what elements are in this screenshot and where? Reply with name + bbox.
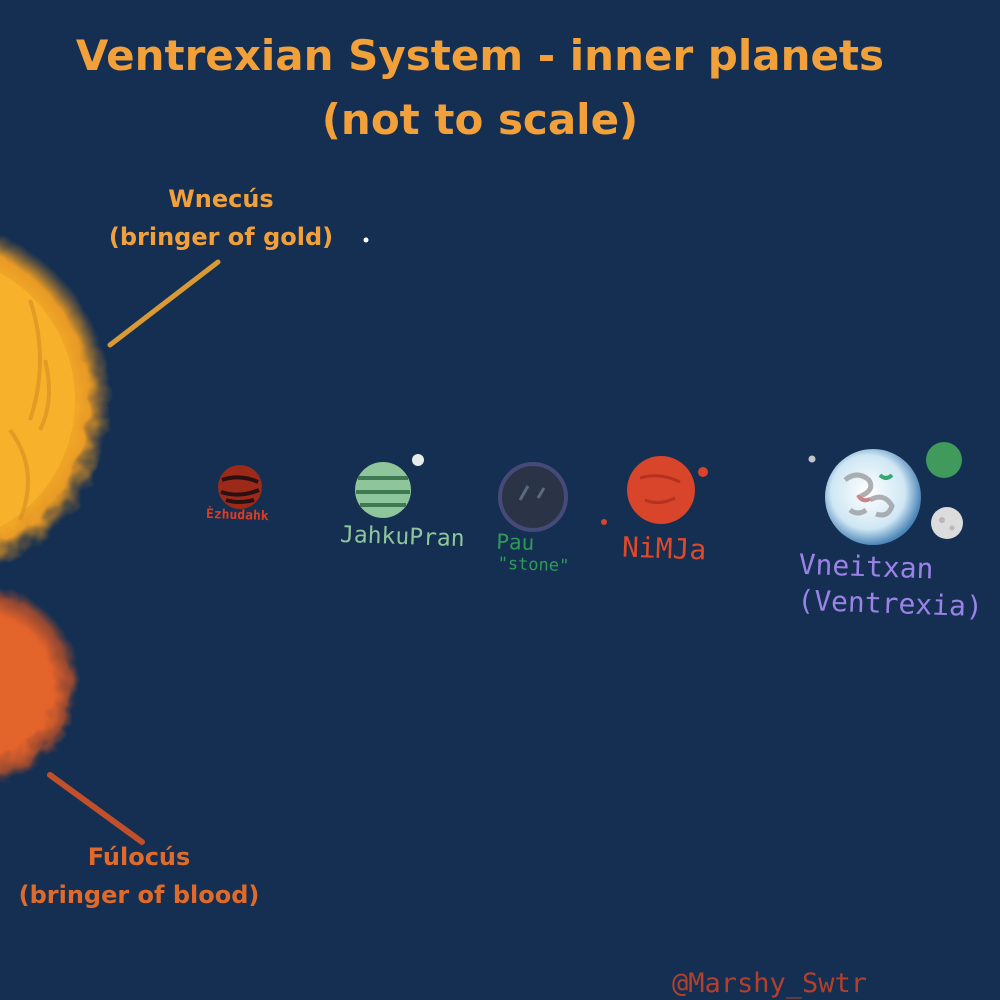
planet-vneitxan-translation: (Ventrexia) <box>796 583 984 624</box>
moon-nimja-2 <box>601 519 607 525</box>
moon-vneitxan-white <box>931 507 963 539</box>
planet-pau-name: Pau <box>495 529 535 556</box>
label-planet-pau: Pau "stone" <box>495 529 570 578</box>
sun-wnecus-texture <box>8 299 51 521</box>
label-planet-jahkupran: JahkuPran <box>340 522 465 552</box>
label-sun-fulocus: Fúlocús (bringer of blood) <box>6 838 272 914</box>
sun-fulocus-core <box>0 617 50 753</box>
pointer-line-fulocus <box>47 772 145 845</box>
pointer-line-wnecus <box>107 259 221 348</box>
distant-star <box>363 237 369 243</box>
label-sun-wnecus: Wnecús (bringer of gold) <box>96 180 346 256</box>
planet-nimja-body <box>627 456 695 524</box>
moon-vneitxan-crater-1 <box>939 517 945 523</box>
moon-vneitxan-small <box>808 455 816 463</box>
planet-ezhudahk <box>218 465 262 509</box>
planet-nimja-texture <box>639 474 681 505</box>
sun-wnecus-name: Wnecús <box>168 185 274 213</box>
title-line-1: Ventrexian System - inner planets <box>75 31 885 80</box>
sun-fulocus <box>0 587 80 783</box>
sun-wnecus-epithet: (bringer of gold) <box>108 223 334 251</box>
moon-jahkupran <box>412 454 424 466</box>
planet-jahkupran-name: JahkuPran <box>339 521 466 553</box>
artist-credit: @Marshy_Swtr <box>672 968 868 999</box>
sun-fulocus-epithet: (bringer of blood) <box>18 881 260 909</box>
label-planet-ezhudahk: Èzhudahk <box>206 507 269 524</box>
planet-jahkupran-bands <box>356 476 410 507</box>
planet-nimja <box>601 456 708 525</box>
planet-ezhudahk-name: Èzhudahk <box>205 506 269 525</box>
sun-fulocus-name: Fúlocús <box>87 843 191 871</box>
planet-pau-cracks <box>518 485 546 501</box>
planet-ezhudahk-body <box>218 465 262 509</box>
planet-vneitxan-land <box>843 472 895 518</box>
label-planet-vneitxan: Vneitxan (Ventrexia) <box>797 547 985 625</box>
moon-vneitxan-crater-2 <box>949 525 955 531</box>
planet-vneitxan <box>808 442 963 545</box>
planet-vneitxan-green <box>878 473 894 480</box>
moon-vneitxan-green <box>926 442 962 478</box>
planet-ezhudahk-bands <box>220 475 260 504</box>
planet-nimja-name: NiMJa <box>621 530 707 567</box>
planet-vneitxan-red <box>856 494 871 503</box>
sun-wnecus <box>0 234 110 566</box>
label-planet-nimja: NiMJa <box>621 531 706 567</box>
planet-pau <box>498 462 568 532</box>
planet-pau-translation: "stone" <box>497 553 570 577</box>
moon-nimja-1 <box>698 467 708 477</box>
planet-jahkupran <box>355 454 424 518</box>
title-line-2: (not to scale) <box>321 95 639 144</box>
planet-pau-body <box>498 462 568 532</box>
diagram-title: Ventrexian System - inner planets (not t… <box>0 24 960 152</box>
